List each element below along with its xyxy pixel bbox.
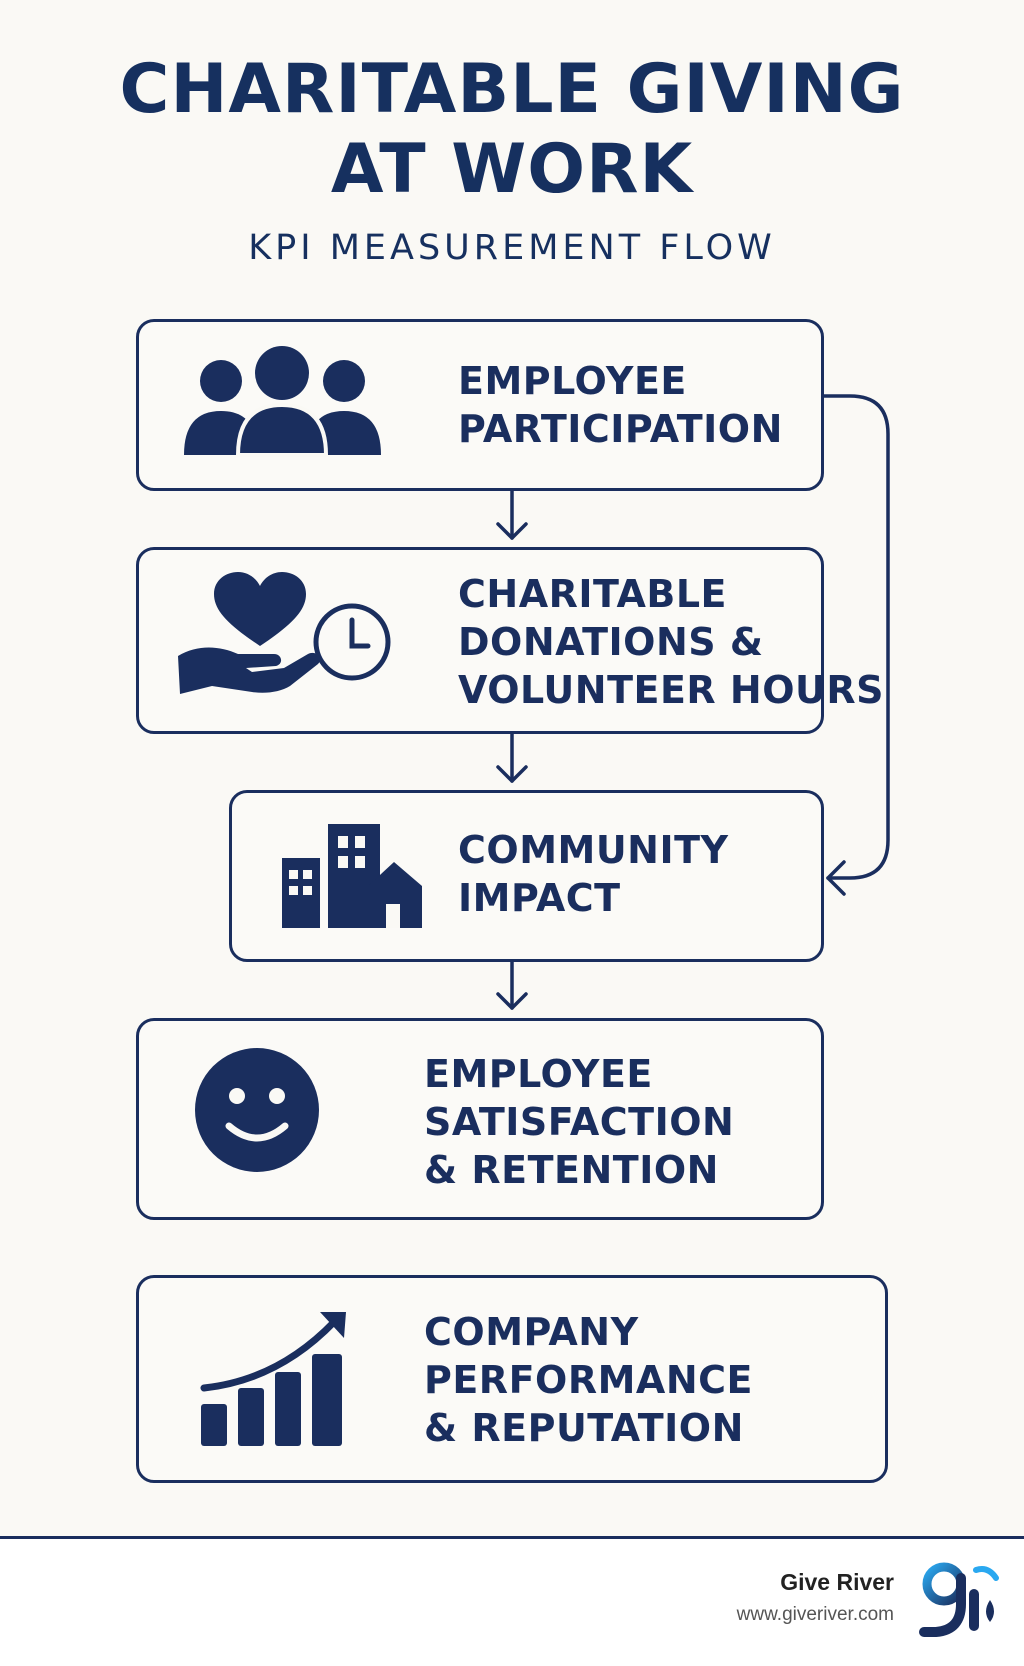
brand-block: Give River www.giveriver.com — [737, 1569, 894, 1626]
arrow-2-to-3 — [496, 731, 528, 783]
step-company-performance — [136, 1275, 888, 1483]
give-river-logo-icon — [919, 1562, 999, 1637]
heart-hand-clock-icon — [178, 572, 391, 694]
buildings-icon — [282, 824, 422, 928]
growth-chart-icon — [200, 1312, 346, 1446]
arrow-3-to-4 — [496, 960, 528, 1010]
arrow-bypass-1-to-3 — [820, 394, 890, 896]
footer-divider — [0, 1536, 1024, 1539]
brand-url[interactable]: www.giveriver.com — [736, 1604, 894, 1625]
step-label-donations: CHARITABLE DONATIONS & VOLUNTEER HOURS — [458, 572, 884, 712]
step-label-satisfaction: EMPLOYEE SATISFACTION & RETENTION — [424, 1052, 735, 1192]
people-group-icon — [184, 346, 381, 457]
arrow-1-to-2 — [496, 488, 528, 540]
brand-name: Give River — [780, 1569, 894, 1595]
step-label-community: COMMUNITY IMPACT — [458, 828, 729, 920]
step-employee-participation — [136, 319, 824, 491]
page-title: CHARITABLE GIVING AT WORK — [0, 50, 1024, 210]
title-line-1: CHARITABLE GIVING — [119, 50, 905, 129]
step-label-performance: COMPANY PERFORMANCE & REPUTATION — [424, 1310, 753, 1450]
smiley-face-icon — [195, 1048, 319, 1172]
step-label-participation: EMPLOYEE PARTICIPATION — [458, 359, 783, 451]
footer — [0, 1539, 1024, 1666]
title-line-2: AT WORK — [330, 130, 694, 209]
page-subtitle: KPI MEASUREMENT FLOW — [248, 228, 776, 268]
flow-connectors — [496, 394, 890, 1010]
